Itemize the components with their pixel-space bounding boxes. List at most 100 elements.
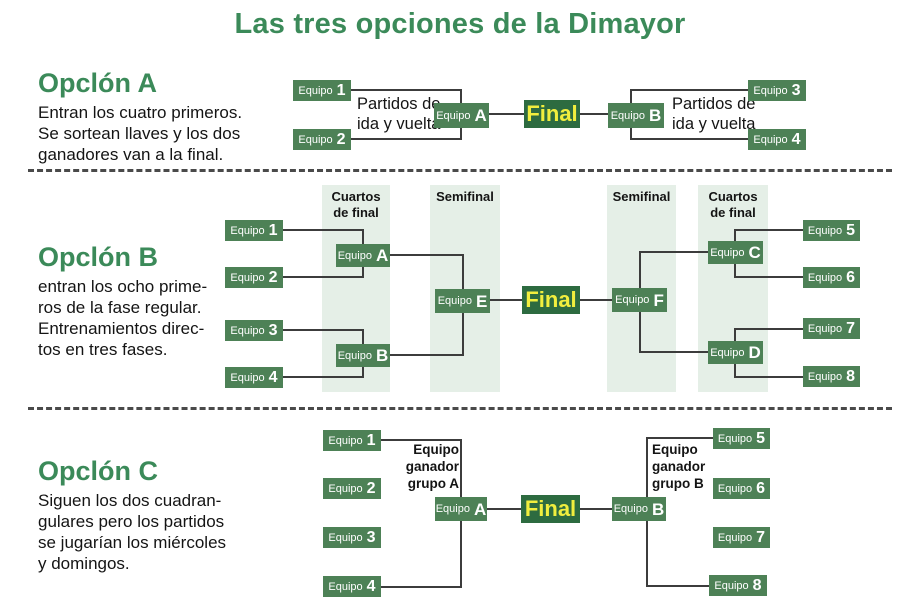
team-id: 6 (846, 268, 856, 286)
team-id: 4 (366, 577, 376, 595)
team-word: Equipo (230, 324, 265, 337)
team-id: 6 (756, 479, 766, 497)
team-id: E (475, 291, 488, 311)
connector-line (351, 89, 462, 91)
team-word: Equipo (230, 271, 265, 284)
final-box: Final (521, 495, 580, 523)
team-id: B (648, 106, 662, 125)
team-id: 3 (268, 321, 278, 339)
column-header-cuartos-left: Cuartos de final (331, 189, 381, 220)
page-title: Las tres opciones de la Dimayor (234, 8, 686, 40)
connector-line (490, 299, 522, 301)
team-word: Equipo (436, 109, 471, 122)
connector-line (646, 437, 713, 439)
team-id: 2 (268, 268, 278, 286)
connector-line (646, 585, 710, 587)
team-id: 7 (756, 528, 766, 546)
team-id: 2 (366, 479, 376, 497)
connector-line (734, 376, 803, 378)
final-box: Final (522, 286, 580, 314)
team-word: Equipo (717, 531, 753, 544)
team-id: A (474, 106, 487, 125)
team-word: Equipo (328, 531, 363, 544)
team-id: 2 (336, 130, 346, 148)
team-word: Equipo (435, 503, 470, 515)
option-a-heading: Opclón A (38, 68, 157, 98)
team-word: Equipo (337, 349, 372, 362)
team-word: Equipo (613, 503, 648, 515)
column-header-semifinal-left: Semifinal (436, 189, 494, 204)
team-word: Equipo (337, 249, 372, 262)
option-b-description: entran los ocho prime- ros de la fase re… (38, 277, 208, 359)
team-id: B (375, 346, 389, 365)
team-id: D (748, 343, 761, 362)
team-id: 8 (846, 367, 856, 385)
team-id: 1 (336, 81, 346, 99)
connector-line (734, 328, 803, 330)
team-word: Equipo (328, 580, 363, 593)
team-id: F (653, 290, 664, 310)
connector-line (734, 229, 803, 231)
connector-line (630, 89, 748, 91)
team-word: Equipo (610, 109, 645, 122)
team-id: 4 (791, 130, 801, 148)
team-id: 8 (752, 576, 762, 594)
connector-line (381, 586, 462, 588)
connector-line (283, 376, 364, 378)
connector-line (283, 329, 364, 331)
connector-line (390, 254, 464, 256)
team-word: Equipo (298, 84, 333, 97)
team-word: Equipo (230, 371, 265, 384)
team-word: Equipo (298, 133, 333, 146)
connector-line (734, 276, 803, 278)
phase-column-band (430, 185, 500, 392)
option-a-description: Entran los cuatro primeros. Se sortean l… (38, 103, 243, 164)
option-a-right-note: Partidos de ida y vuelta (672, 95, 756, 133)
connector-line (489, 113, 524, 115)
team-word: Equipo (437, 295, 472, 307)
column-header-cuartos-right: Cuartos de final (708, 189, 758, 220)
team-id: 7 (846, 319, 856, 337)
section-divider (28, 407, 892, 410)
team-word: Equipo (807, 271, 843, 284)
option-c-heading: Opclón C (38, 456, 158, 486)
connector-line (487, 508, 521, 510)
connector-line (580, 508, 612, 510)
team-word: Equipo (807, 224, 843, 237)
team-word: Equipo (328, 482, 363, 495)
team-id: 5 (756, 429, 766, 447)
option-b-heading: Opclón B (38, 242, 158, 272)
team-id: 5 (846, 221, 856, 239)
team-id: 1 (268, 221, 278, 239)
option-c-description: Siguen los dos cuadran- gulares pero los… (38, 491, 227, 573)
connector-line (630, 138, 748, 140)
team-word: Equipo (807, 322, 843, 335)
team-word: Equipo (710, 346, 745, 359)
connector-line (283, 229, 364, 231)
team-word: Equipo (753, 84, 788, 97)
team-word: Equipo (230, 224, 265, 237)
winner-note-group-b: Equipo ganador grupo B (652, 442, 706, 491)
